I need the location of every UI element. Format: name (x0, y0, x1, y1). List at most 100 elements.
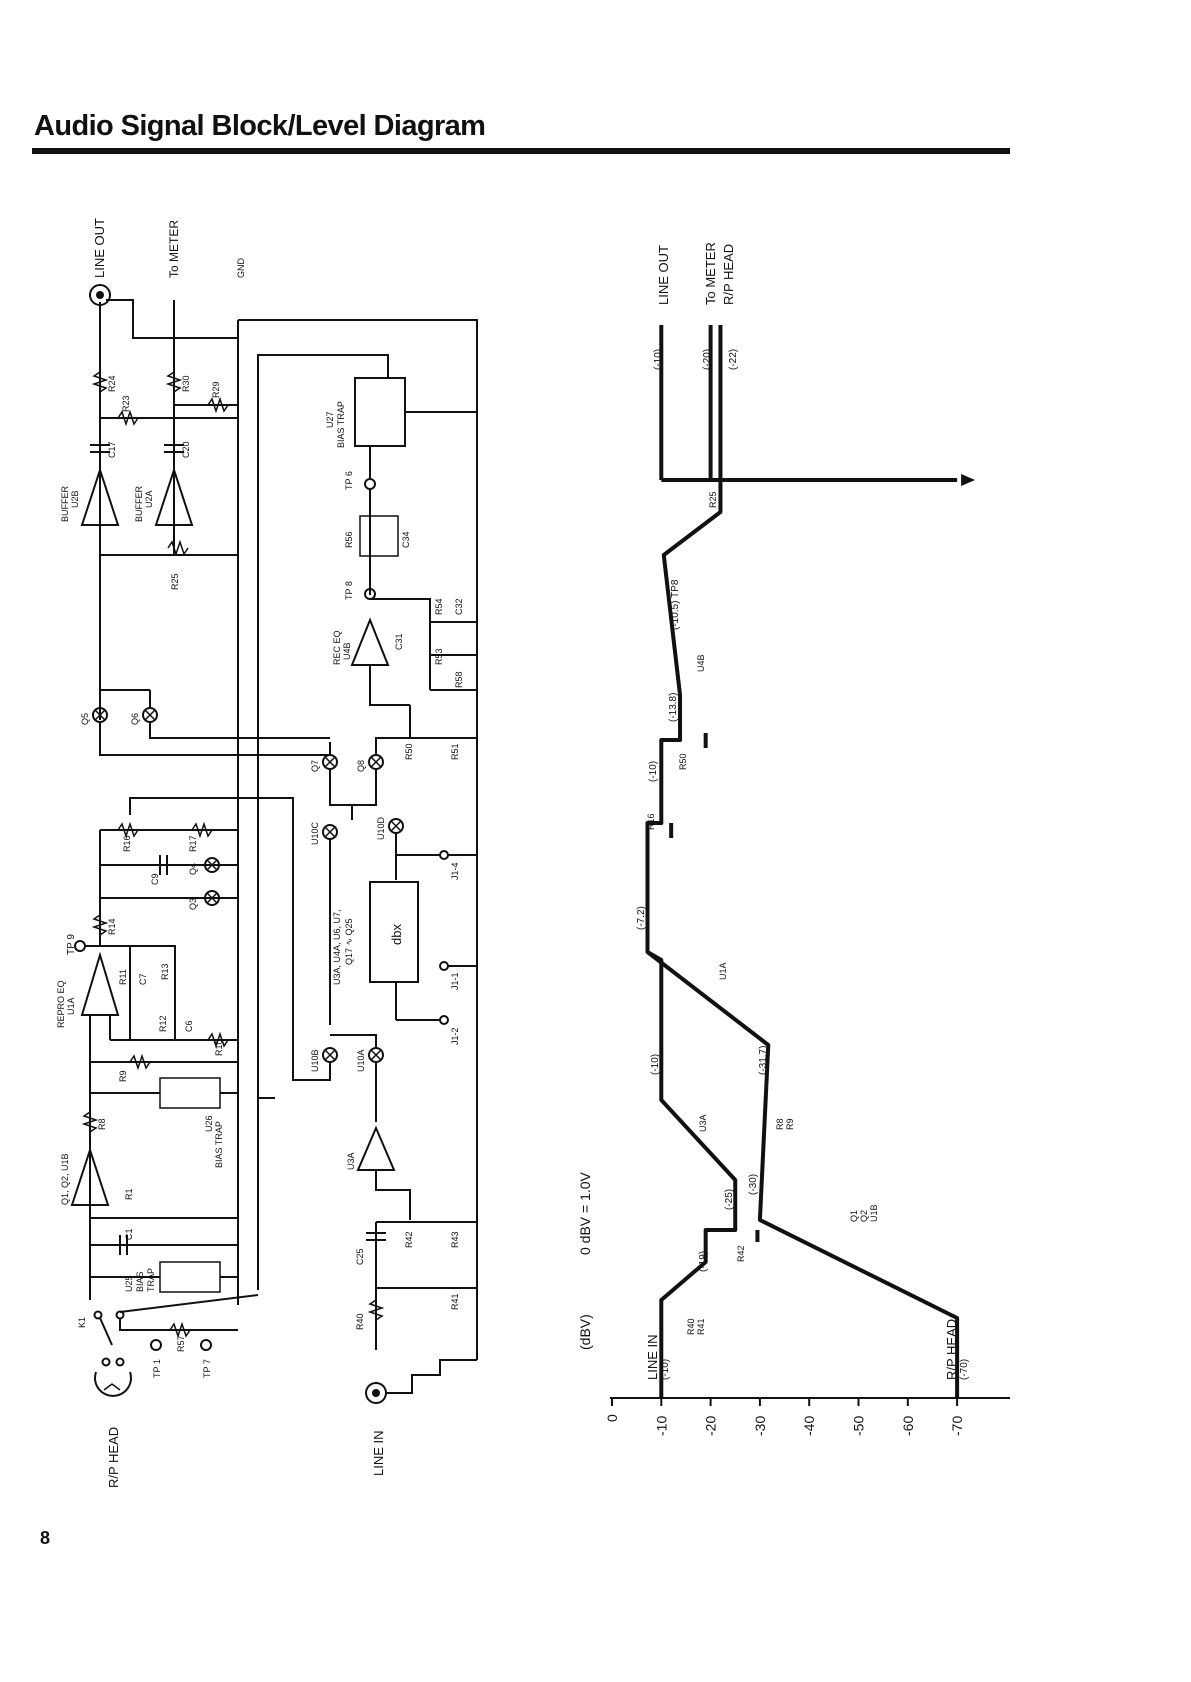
r10-label: R10 (214, 1039, 224, 1056)
r17-label: R17 (188, 835, 198, 852)
level-trace-record (646, 950, 738, 1398)
rec-eq-label: REC EQ (332, 630, 342, 665)
u25-bias-trap-icon (159, 1261, 221, 1293)
line-in-label: LINE IN (371, 1430, 386, 1476)
level-traces (645, 325, 976, 1398)
q4-label: Q4 (188, 863, 198, 875)
dbx-label: dbx (389, 924, 404, 945)
u10d-switch-icon (388, 818, 404, 834)
level-stage-r42: R42 (736, 1245, 746, 1262)
q3-label: Q3 (188, 898, 198, 910)
u26-bias-trap-label: BIAS TRAP (214, 1121, 224, 1168)
tp1-test-point-icon (150, 1339, 162, 1351)
tp7-label: TP 7 (202, 1359, 212, 1378)
level-stage-u4b: U4B (696, 654, 706, 672)
u3a-label: U3A (346, 1152, 356, 1170)
right-rail (238, 319, 478, 1360)
dbx-block (369, 881, 419, 983)
buffer-u2a-label: BUFFER (134, 485, 144, 522)
c20-label: C20 (181, 441, 191, 458)
level-output-arrow-icon (961, 474, 976, 486)
r29-label: R29 (211, 381, 221, 398)
level-line-in-label: LINE IN (645, 1334, 660, 1380)
level-axis-unit: (dBV) (577, 1314, 593, 1350)
level-rp-head-value: (-70) (959, 1359, 970, 1380)
level-top-to-meter: To METER (703, 242, 718, 305)
r11-label: R11 (118, 969, 128, 985)
r53-label: R53 (434, 648, 444, 665)
title-rule (32, 148, 1010, 154)
u10b-label: U10B (310, 1049, 320, 1072)
r8-label: R8 (97, 1118, 107, 1130)
level-tick-label: -30 (752, 1416, 768, 1436)
level-stage-r25: R25 (708, 491, 718, 508)
q5-label: Q5 (80, 713, 90, 725)
r1-label: R1 (124, 1188, 134, 1200)
q7-label: Q7 (310, 760, 320, 772)
level-stage-r9: R9 (785, 1118, 795, 1130)
buffer-u2b-label: BUFFER (60, 485, 70, 522)
r14-label: R14 (107, 918, 117, 935)
r41-label: R41 (450, 1293, 460, 1310)
level-trace-repro (645, 325, 960, 1398)
level-stage-u3a: U3A (698, 1114, 708, 1132)
c34-label: C34 (401, 531, 411, 548)
level-stage-r41: R41 (696, 1318, 706, 1335)
bias-feed (257, 354, 389, 1290)
r10-resistor-icon (207, 1031, 229, 1049)
level-stage-u1a: U1A (718, 962, 728, 980)
level-top-rp-head-value: (-22) (728, 349, 739, 370)
level-annotation-7-2: (-7.2) (636, 906, 647, 930)
j1-1-label: J1-1 (450, 972, 460, 990)
j1-1-pin-icon (439, 961, 449, 971)
level-top-line-out-value: (-10) (653, 349, 664, 370)
q1-q2-u1b-label: Q1, Q2, U1B (60, 1153, 70, 1205)
level-annotation-19: (-19) (698, 1251, 709, 1272)
q6-label: Q6 (130, 713, 140, 725)
u10b-switch-icon (322, 1047, 338, 1063)
r24-resistor-icon (91, 371, 109, 393)
r16-resistor-icon (117, 821, 139, 839)
c32-label: C32 (454, 598, 464, 615)
c17-label: C17 (107, 441, 117, 458)
q8-label: Q8 (356, 760, 366, 772)
k1-contact-icon (93, 1310, 103, 1320)
tp6-label: TP 6 (344, 471, 354, 490)
r51-label: R51 (450, 743, 460, 760)
rp-head-label: R/P HEAD (106, 1427, 121, 1488)
page-number: 8 (40, 1528, 51, 1548)
level-annotation-u3a-10: (-10) (650, 1054, 661, 1075)
tp9-label: TP 9 (66, 934, 77, 955)
q4-switch-icon (204, 857, 220, 873)
level-annotation-r50-10: (-10) (648, 761, 659, 782)
r8-resistor-icon (81, 1111, 99, 1133)
r54-label: R54 (434, 598, 444, 615)
level-top-to-meter-value: (-20) (702, 349, 713, 370)
level-stage-r8: R8 (775, 1118, 785, 1130)
j1-4-pin-icon (439, 850, 449, 860)
tp6-test-point-icon (364, 478, 376, 490)
rec-eq-ref: U4B (342, 642, 352, 660)
r40-resistor-icon (367, 1299, 385, 1321)
k1-label: K1 (77, 1317, 87, 1328)
r57-resistor-icon (169, 1321, 191, 1339)
r58-label: R58 (454, 671, 464, 688)
r14-resistor-icon (91, 914, 109, 936)
r13-label: R13 (160, 963, 170, 980)
r40-label: R40 (355, 1313, 365, 1330)
level-annotation-30: (-30) (748, 1174, 759, 1195)
r17-resistor-icon (191, 821, 213, 839)
level-reference-label: 0 dBV = 1.0V (577, 1171, 593, 1255)
line-out-jack-icon (89, 284, 111, 306)
level-top-line-out: LINE OUT (656, 245, 671, 305)
j1-4-label: J1-4 (450, 862, 460, 880)
tp8-label: TP 8 (344, 581, 354, 600)
level-line-in-value: (-10) (660, 1359, 671, 1380)
level-rp-head-label: R/P HEAD (944, 1319, 959, 1380)
level-top-rp-head: R/P HEAD (721, 244, 736, 305)
u25-label: U25 (124, 1275, 134, 1292)
repro-eq-ref: U1A (66, 997, 76, 1015)
tp7-test-point-icon (200, 1339, 212, 1351)
dbx-group-label-2: Q17 ∿ Q25 (344, 918, 354, 965)
r9-resistor-icon (129, 1053, 151, 1071)
